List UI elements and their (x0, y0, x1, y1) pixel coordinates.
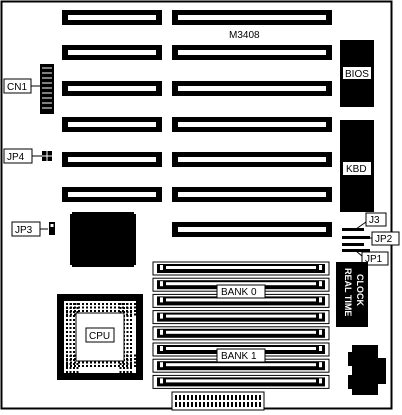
jp1-label-box (361, 251, 389, 266)
expansion-slot (62, 187, 162, 202)
jumper-block (342, 228, 370, 252)
jp3-label: JP3 (15, 225, 33, 236)
keyboard-controller (340, 120, 374, 212)
j3-label-box (365, 212, 387, 227)
expansion-slot (172, 152, 332, 167)
expansion-slot (172, 45, 332, 60)
expansion-slot (62, 117, 162, 132)
jp1-label: JP1 (365, 254, 383, 265)
simm-socket (152, 326, 330, 341)
simm-socket (152, 261, 330, 276)
expansion-slots-right (172, 10, 332, 237)
expansion-slot (62, 45, 162, 60)
bank1-label-box (216, 348, 266, 363)
rtc-label-line2: CLOCK (355, 274, 365, 306)
bios-chip (340, 40, 374, 107)
bank1-label: BANK 1 (221, 351, 257, 362)
expansion-slot (172, 117, 332, 132)
expansion-slot (62, 10, 162, 25)
simm-socket (152, 310, 330, 325)
jp3-jumper (49, 222, 55, 235)
bottom-connector (171, 391, 265, 411)
bank0-label: BANK 0 (221, 287, 257, 298)
simm-socket (152, 374, 330, 389)
expansion-slot (172, 10, 332, 25)
j3-label: J3 (369, 215, 380, 226)
cpu-label-box (85, 327, 115, 343)
expansion-slot (172, 81, 332, 96)
cn1-connector (40, 64, 54, 114)
jp4-jumper (42, 151, 52, 161)
keyboard-connector (348, 345, 386, 395)
expansion-slot (172, 222, 332, 237)
bank0-label-box (216, 284, 266, 299)
expansion-slot (62, 81, 162, 96)
expansion-slot (62, 152, 162, 167)
rtc-label-line1: REAL TIME (343, 268, 353, 316)
board-model-label: M3408 (229, 30, 260, 41)
kbd-label: KBD (346, 164, 367, 175)
cn1-label: CN1 (7, 82, 27, 93)
jp4-label: JP4 (7, 152, 25, 163)
bios-label: BIOS (345, 69, 369, 80)
jp2-label: JP2 (375, 234, 393, 245)
real-time-clock (336, 262, 368, 327)
expansion-slots-left (62, 10, 162, 202)
expansion-slot (172, 187, 332, 202)
cpu-label: CPU (89, 331, 110, 342)
chipset (70, 212, 136, 267)
